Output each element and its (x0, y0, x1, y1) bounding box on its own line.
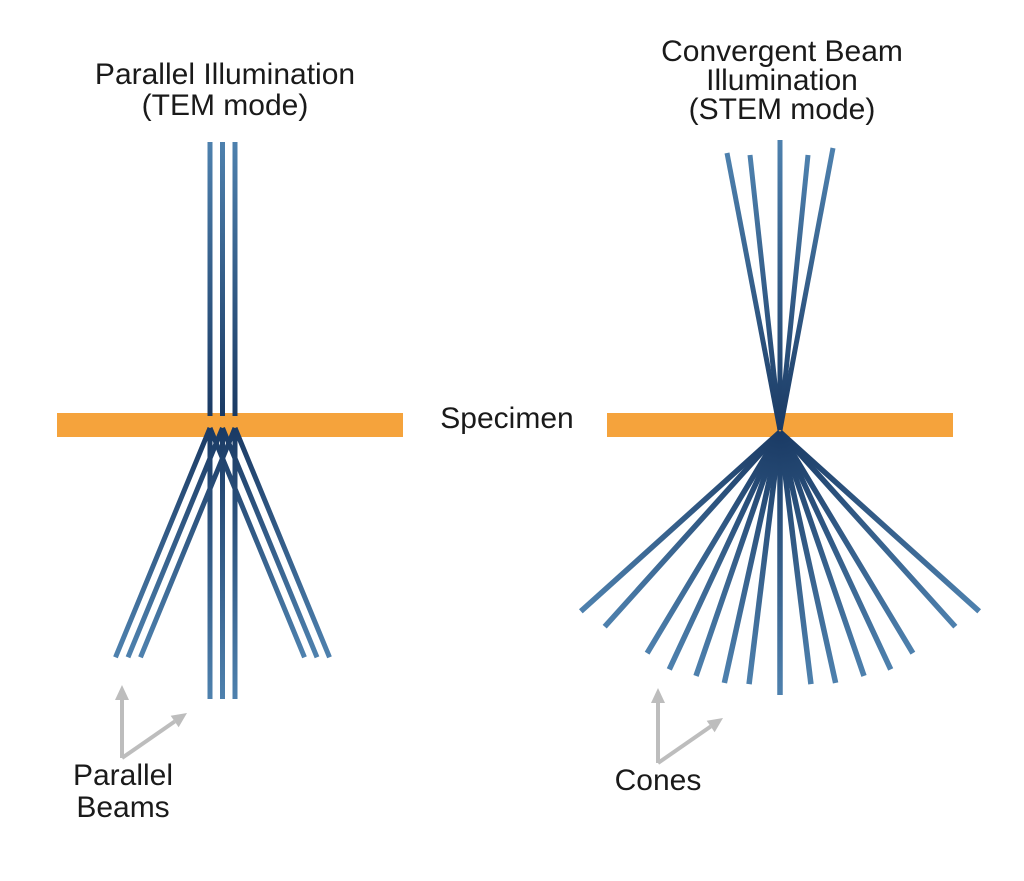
right-panel-title-line1: Convergent Beam (661, 35, 903, 68)
parallel-beams-label: Parallel Beams (73, 760, 173, 824)
stem-transmitted-ray (777, 430, 958, 629)
stem-transmitted-ray (778, 429, 982, 614)
left-panel-title: Parallel Illumination (TEM mode) (95, 59, 355, 121)
left-panel-title-line1: Parallel Illumination (94, 58, 356, 91)
tem-transmitted-ray (232, 427, 332, 659)
stem-transmitted-ray (644, 430, 783, 655)
stem-convergent-ray (777, 147, 836, 431)
stem-transmitted-ray (777, 431, 839, 684)
left-panel-title-line2: (TEM mode) (141, 89, 309, 122)
stem-transmitted-ray (602, 430, 783, 629)
parallel-beams-label-line1: Parallel (72, 759, 174, 792)
stem-transmitted-ray (777, 431, 814, 685)
parallel-beams-label-line2: Beams (76, 791, 170, 824)
stem-transmitted-ray (777, 430, 916, 655)
stem-convergent-ray (747, 154, 783, 431)
cones-axis-arrow-head (651, 688, 665, 703)
specimen-bar-left (57, 413, 403, 437)
specimen-label: Specimen (440, 402, 574, 435)
tem-transmitted-ray (138, 427, 238, 659)
stem-convergent-ray (724, 152, 783, 431)
stem-transmitted-ray (693, 431, 783, 677)
cones-axis-arrow-head (706, 718, 723, 733)
stem-transmitted-ray (746, 431, 783, 685)
cones-axis-arrow-shaft (656, 724, 712, 765)
tem-transmitted-ray (220, 427, 320, 659)
stem-transmitted-ray (666, 430, 783, 671)
parallel-beams-axis-arrow-shaft (120, 719, 176, 760)
parallel-beams-axis-arrow-head (115, 685, 129, 700)
stem-transmitted-ray (721, 431, 783, 684)
right-panel-title-line3: (STEM mode) (688, 93, 876, 126)
stem-transmitted-ray (578, 429, 782, 614)
right-panel-title: Convergent Beam Illumination (STEM mode) (661, 35, 903, 126)
tem-transmitted-ray (125, 427, 225, 659)
stem-transmitted-ray (777, 431, 867, 677)
stem-transmitted-ray (777, 430, 894, 671)
tem-transmitted-ray (207, 427, 307, 659)
parallel-beams-axis-arrow-head (170, 713, 187, 728)
stem-convergent-ray (777, 154, 811, 431)
tem-transmitted-ray (113, 427, 213, 659)
right-panel-title-line2: Illumination (706, 64, 858, 97)
cones-label: Cones (614, 764, 702, 797)
